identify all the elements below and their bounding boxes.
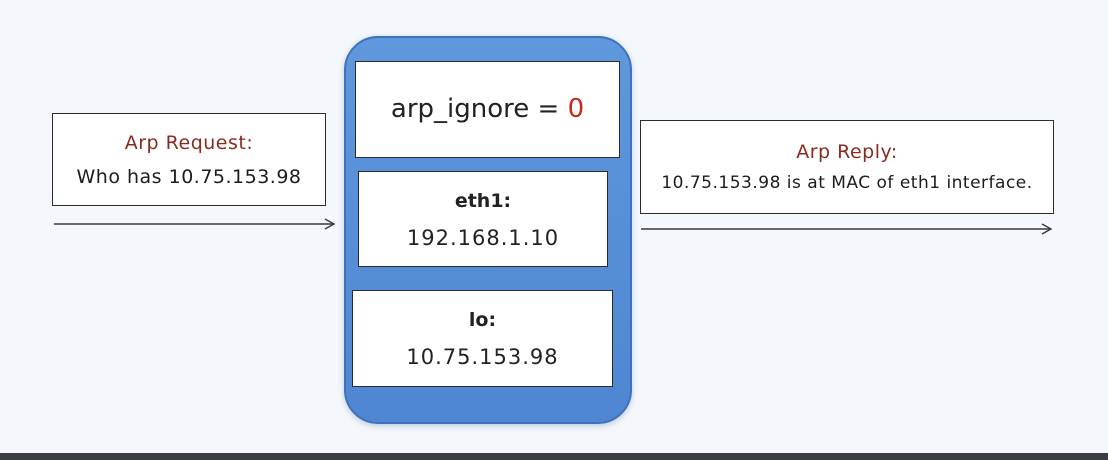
request-title: Arp Request:: [124, 132, 254, 154]
arp-reply-box: Arp Reply: 10.75.153.98 is at MAC of eth…: [640, 120, 1054, 214]
lo-interface: lo: 10.75.153.98: [352, 290, 613, 387]
setting-label: arp_ignore =: [390, 94, 568, 124]
reply-answer: 10.75.153.98 is at MAC of eth1 interface…: [661, 173, 1033, 193]
setting-value: 0: [567, 94, 585, 124]
request-query: Who has 10.75.153.98: [76, 166, 302, 188]
reply-arrow: [641, 223, 1053, 235]
eth1-address: 192.168.1.10: [406, 226, 560, 250]
lo-name: lo:: [468, 309, 497, 331]
eth1-interface: eth1: 192.168.1.10: [358, 171, 608, 267]
eth1-name: eth1:: [454, 190, 512, 212]
arp-request-box: Arp Request: Who has 10.75.153.98: [52, 113, 326, 206]
reply-title: Arp Reply:: [796, 141, 898, 163]
lo-address: 10.75.153.98: [406, 345, 559, 369]
bottom-border: [0, 453, 1108, 460]
request-arrow: [54, 218, 336, 230]
arp-ignore-setting: arp_ignore = 0: [355, 61, 620, 158]
